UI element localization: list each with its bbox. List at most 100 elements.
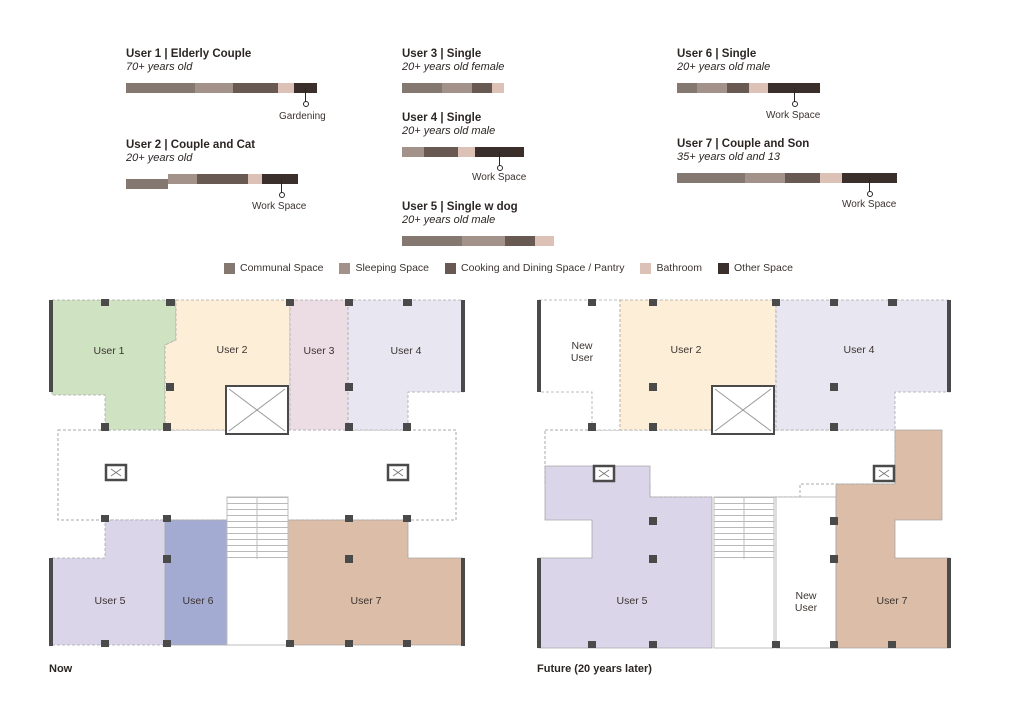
bar-segment bbox=[677, 83, 697, 93]
room-new-user-top-future bbox=[538, 299, 621, 431]
legend-swatch bbox=[339, 262, 351, 274]
marker-pin bbox=[278, 179, 285, 198]
bar-segment bbox=[402, 83, 442, 93]
bar-segment bbox=[677, 173, 745, 183]
caption-now: Now bbox=[49, 663, 73, 675]
bar-segment bbox=[492, 83, 504, 93]
profile-subtitle: 35+ years old and 13 bbox=[677, 151, 781, 163]
room-user-6-now bbox=[164, 519, 228, 646]
room-new-user-bottom-future bbox=[775, 496, 837, 649]
bar-segment bbox=[745, 173, 785, 183]
plan-now bbox=[49, 299, 465, 647]
room-label-user-5-future: User 5 bbox=[616, 595, 648, 607]
bar-user-5 bbox=[0, 236, 1024, 246]
bar-segment bbox=[472, 83, 492, 93]
bar-segment bbox=[462, 236, 505, 246]
room-label-user-5-now: User 5 bbox=[94, 595, 126, 607]
room-user-5-now bbox=[51, 519, 166, 646]
bar-segment bbox=[820, 173, 842, 183]
room-label-new-user-top-future: New User bbox=[570, 340, 594, 364]
profile-user-2: User 2 | Couple and Cat 20+ years old bbox=[126, 139, 255, 165]
legend-item-sleeping: Sleeping Space bbox=[339, 262, 429, 274]
bar-user-3 bbox=[0, 83, 1024, 93]
profile-user-5: User 5 | Single w dog 20+ years old male bbox=[402, 201, 518, 227]
legend-swatch bbox=[445, 262, 457, 274]
profile-title: User 6 | Single bbox=[677, 48, 757, 60]
note-work-space-user-6: Work Space bbox=[766, 110, 821, 121]
note-work-space-user-2: Work Space bbox=[252, 201, 307, 212]
marker-pin bbox=[496, 152, 503, 171]
bar-segment bbox=[785, 173, 820, 183]
legend-swatch bbox=[718, 262, 729, 274]
profile-title: User 5 | Single w dog bbox=[402, 201, 518, 213]
room-label-user-6-now: User 6 bbox=[182, 595, 214, 607]
room-user-1-now bbox=[51, 299, 177, 431]
profile-title: User 2 | Couple and Cat bbox=[126, 139, 256, 151]
profile-user-3: User 3 | Single 20+ years old female bbox=[402, 48, 504, 74]
profile-subtitle: 20+ years old bbox=[126, 152, 193, 164]
bar-segment bbox=[458, 147, 475, 157]
bar-segment bbox=[535, 236, 554, 246]
room-label-user-2-future: User 2 bbox=[670, 344, 702, 356]
caption-future: Future (20 years later) bbox=[537, 663, 652, 675]
marker-pin bbox=[866, 178, 873, 197]
note-gardening: Gardening bbox=[279, 111, 326, 122]
bar-segment bbox=[126, 83, 195, 93]
room-user-4-now bbox=[347, 299, 464, 431]
profile-user-4: User 4 | Single 20+ years old male bbox=[402, 112, 495, 138]
legend-item-cooking: Cooking and Dining Space / Pantry bbox=[445, 262, 624, 274]
room-label-user-4-now: User 4 bbox=[390, 345, 422, 357]
room-label-user-2-now: User 2 bbox=[216, 344, 248, 356]
room-label-user-1-now: User 1 bbox=[93, 345, 125, 357]
bar-segment bbox=[248, 174, 262, 184]
room-user-4-future bbox=[775, 299, 951, 431]
bar-user-2 bbox=[0, 174, 1024, 184]
bar-segment bbox=[402, 147, 424, 157]
room-label-new-user-bottom-future: New User bbox=[794, 590, 818, 614]
profile-title: User 3 | Single bbox=[402, 48, 482, 60]
profile-user-7: User 7 | Couple and Son 35+ years old an… bbox=[677, 138, 809, 164]
profile-subtitle: 20+ years old male bbox=[677, 61, 771, 73]
bar-segment bbox=[195, 83, 233, 93]
bar-segment bbox=[505, 236, 535, 246]
profile-subtitle: 70+ years old bbox=[126, 61, 193, 73]
profile-user-1: User 1 | Elderly Couple 70+ years old bbox=[126, 48, 251, 74]
marker-pin bbox=[302, 88, 309, 107]
bar-segment bbox=[197, 174, 248, 184]
legend-swatch bbox=[640, 262, 652, 274]
note-work-space-user-7: Work Space bbox=[842, 199, 897, 210]
room-label-user-7-future: User 7 bbox=[876, 595, 908, 607]
bar-segment bbox=[442, 83, 472, 93]
profile-subtitle: 20+ years old male bbox=[402, 125, 496, 137]
bar-segment bbox=[749, 83, 768, 93]
room-label-user-4-future: User 4 bbox=[843, 344, 875, 356]
legend-swatch bbox=[224, 262, 235, 274]
bar-segment bbox=[233, 83, 278, 93]
bar-segment bbox=[697, 83, 727, 93]
bar-segment bbox=[262, 174, 298, 184]
room-user-7-now bbox=[287, 519, 464, 646]
legend-item-other: Other Space bbox=[718, 262, 793, 274]
legend-item-communal: Communal Space bbox=[224, 262, 323, 274]
profile-title: User 1 | Elderly Couple bbox=[126, 48, 252, 60]
bar-segment bbox=[126, 179, 168, 189]
bar-segment bbox=[278, 83, 294, 93]
room-label-user-3-now: User 3 bbox=[303, 345, 335, 357]
bar-segment bbox=[402, 236, 462, 246]
legend-item-bathroom: Bathroom bbox=[640, 262, 702, 274]
profile-title: User 7 | Couple and Son bbox=[677, 138, 810, 150]
marker-pin bbox=[791, 88, 798, 107]
profile-subtitle: 20+ years old male bbox=[402, 214, 496, 226]
legend: Communal Space Sleeping Space Cooking an… bbox=[224, 262, 793, 274]
bar-segment bbox=[727, 83, 749, 93]
profile-title: User 4 | Single bbox=[402, 112, 482, 124]
note-work-space-user-4: Work Space bbox=[472, 172, 527, 183]
profile-subtitle: 20+ years old female bbox=[402, 61, 505, 73]
bar-segment bbox=[168, 174, 197, 184]
plan-future bbox=[537, 299, 951, 649]
room-user-3-now bbox=[289, 299, 349, 431]
bar-segment bbox=[424, 147, 458, 157]
room-label-user-7-now: User 7 bbox=[350, 595, 382, 607]
profile-user-6: User 6 | Single 20+ years old male bbox=[677, 48, 770, 74]
